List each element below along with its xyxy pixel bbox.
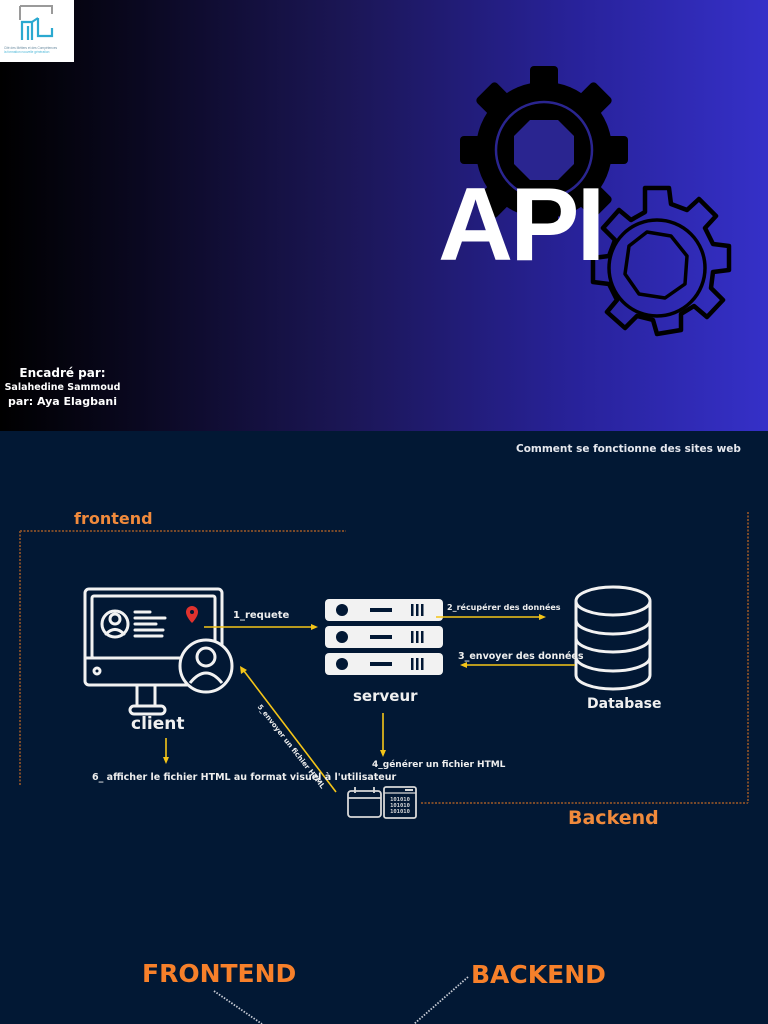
- backend-boundary: [421, 512, 749, 804]
- step1-label: 1_requete: [233, 610, 290, 621]
- supervised-by-label: Encadré par:: [19, 366, 106, 380]
- binary-row: 101010: [390, 803, 410, 809]
- database-label: Database: [587, 696, 662, 712]
- gear-icon-outline: [590, 185, 732, 337]
- credits-block: Encadré par: Salahedine Sammoud par: Aya…: [0, 365, 125, 409]
- institution-logo: Cité des Métiers et des Compétences la f…: [0, 0, 74, 62]
- web-architecture-diagram: Comment se fonctionne des sites web fron…: [0, 431, 768, 1024]
- building-logo-icon: [19, 5, 54, 40]
- step6-label: 6_ afficher le fichier HTML au format vi…: [92, 772, 397, 783]
- frontend-boundary: [19, 530, 346, 785]
- author-line: par: Aya Elagbani: [8, 395, 117, 408]
- step3-label: 3_envoyer des données: [458, 651, 584, 662]
- arrow-step4: [380, 713, 386, 757]
- diagram-subtitle: Comment se fonctionne des sites web: [516, 443, 741, 455]
- browser-window-icon: [347, 787, 382, 818]
- server-label: serveur: [353, 687, 418, 705]
- step4-label: 4_générer un fichier HTML: [372, 760, 506, 770]
- html-code-file-icon: 101010 101010 101010: [383, 786, 417, 819]
- backend-label: Backend: [568, 807, 659, 829]
- gears-illustration: [460, 66, 732, 337]
- binary-row: 101010: [390, 797, 410, 803]
- binary-row: 101010: [390, 809, 410, 815]
- bottom-connector-lines: [213, 976, 469, 1024]
- location-pin-icon: [186, 606, 198, 623]
- logo-caption-line2: la formation nouvelle génération: [4, 50, 50, 54]
- frontend-heading: FRONTEND: [142, 959, 297, 988]
- hero-banner: Cité des Métiers et des Compétences la f…: [0, 0, 768, 431]
- arrow-step6: [163, 738, 169, 764]
- arrow-step5: [240, 666, 337, 793]
- server-icon: [325, 599, 443, 675]
- arrow-step3: [460, 662, 575, 668]
- database-icon: [574, 585, 652, 691]
- user-avatar-icon: [178, 638, 234, 694]
- arrow-step2: [436, 614, 546, 620]
- api-title: API: [438, 167, 605, 283]
- supervisor-name: Salahedine Sammoud: [4, 382, 121, 393]
- step2-label: 2_récupérer des données: [447, 603, 561, 612]
- diagram-graphics: 101010 101010 101010: [19, 512, 749, 1024]
- client-label: client: [131, 714, 185, 734]
- backend-heading: BACKEND: [471, 960, 606, 989]
- logo-caption-line1: Cité des Métiers et des Compétences: [4, 46, 58, 50]
- frontend-label: frontend: [74, 509, 153, 528]
- arrow-step1: [204, 624, 318, 630]
- gear-icon-filled: [460, 66, 628, 234]
